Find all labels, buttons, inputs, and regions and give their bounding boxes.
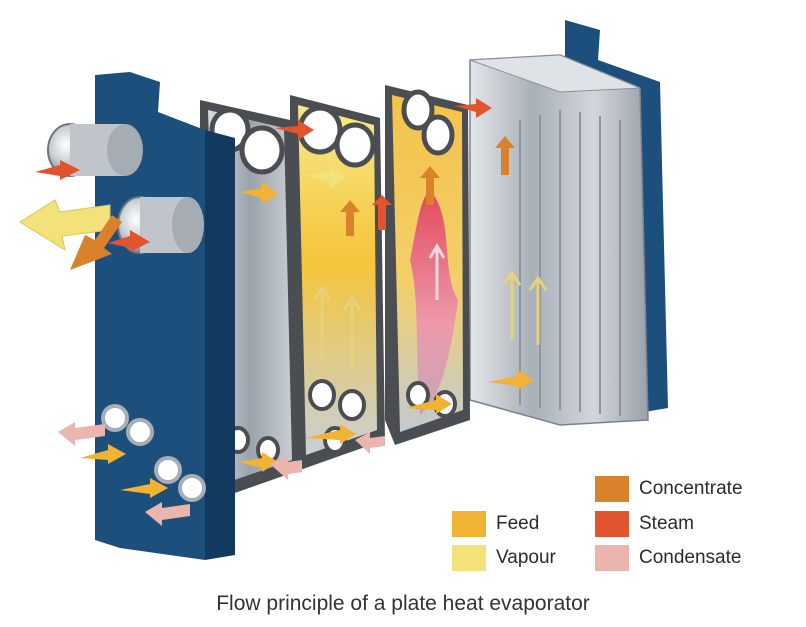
legend-item-concentrate: Concentrate — [595, 476, 743, 502]
legend-item-steam: Steam — [595, 511, 694, 537]
legend-item-condensate: Condensate — [595, 545, 741, 571]
legend-label-steam: Steam — [639, 513, 694, 534]
legend-swatch-concentrate — [595, 476, 629, 502]
legend-label-condensate: Condensate — [639, 547, 742, 568]
legend-item-vapour: Vapour — [452, 545, 556, 571]
legend-swatch-vapour — [452, 545, 486, 571]
heat-plate-3 — [290, 95, 385, 470]
frame-plate — [47, 72, 235, 560]
inlet-nozzle-2 — [117, 196, 204, 254]
legend-label-vapour: Vapour — [496, 547, 556, 568]
heat-plate-4 — [385, 85, 470, 445]
figure-caption: Flow principle of a plate heat evaporato… — [216, 592, 590, 615]
legend-swatch-condensate — [595, 545, 629, 571]
legend-swatch-steam — [595, 511, 629, 537]
legend-label-feed: Feed — [496, 513, 540, 534]
flow-arrows — [19, 98, 548, 526]
legend-item-feed: Feed — [452, 511, 539, 537]
pressure-plate — [469, 20, 668, 426]
legend-swatch-feed — [452, 511, 486, 537]
inlet-nozzle-1 — [47, 123, 143, 177]
legend-label-concentrate: Concentrate — [639, 478, 743, 499]
